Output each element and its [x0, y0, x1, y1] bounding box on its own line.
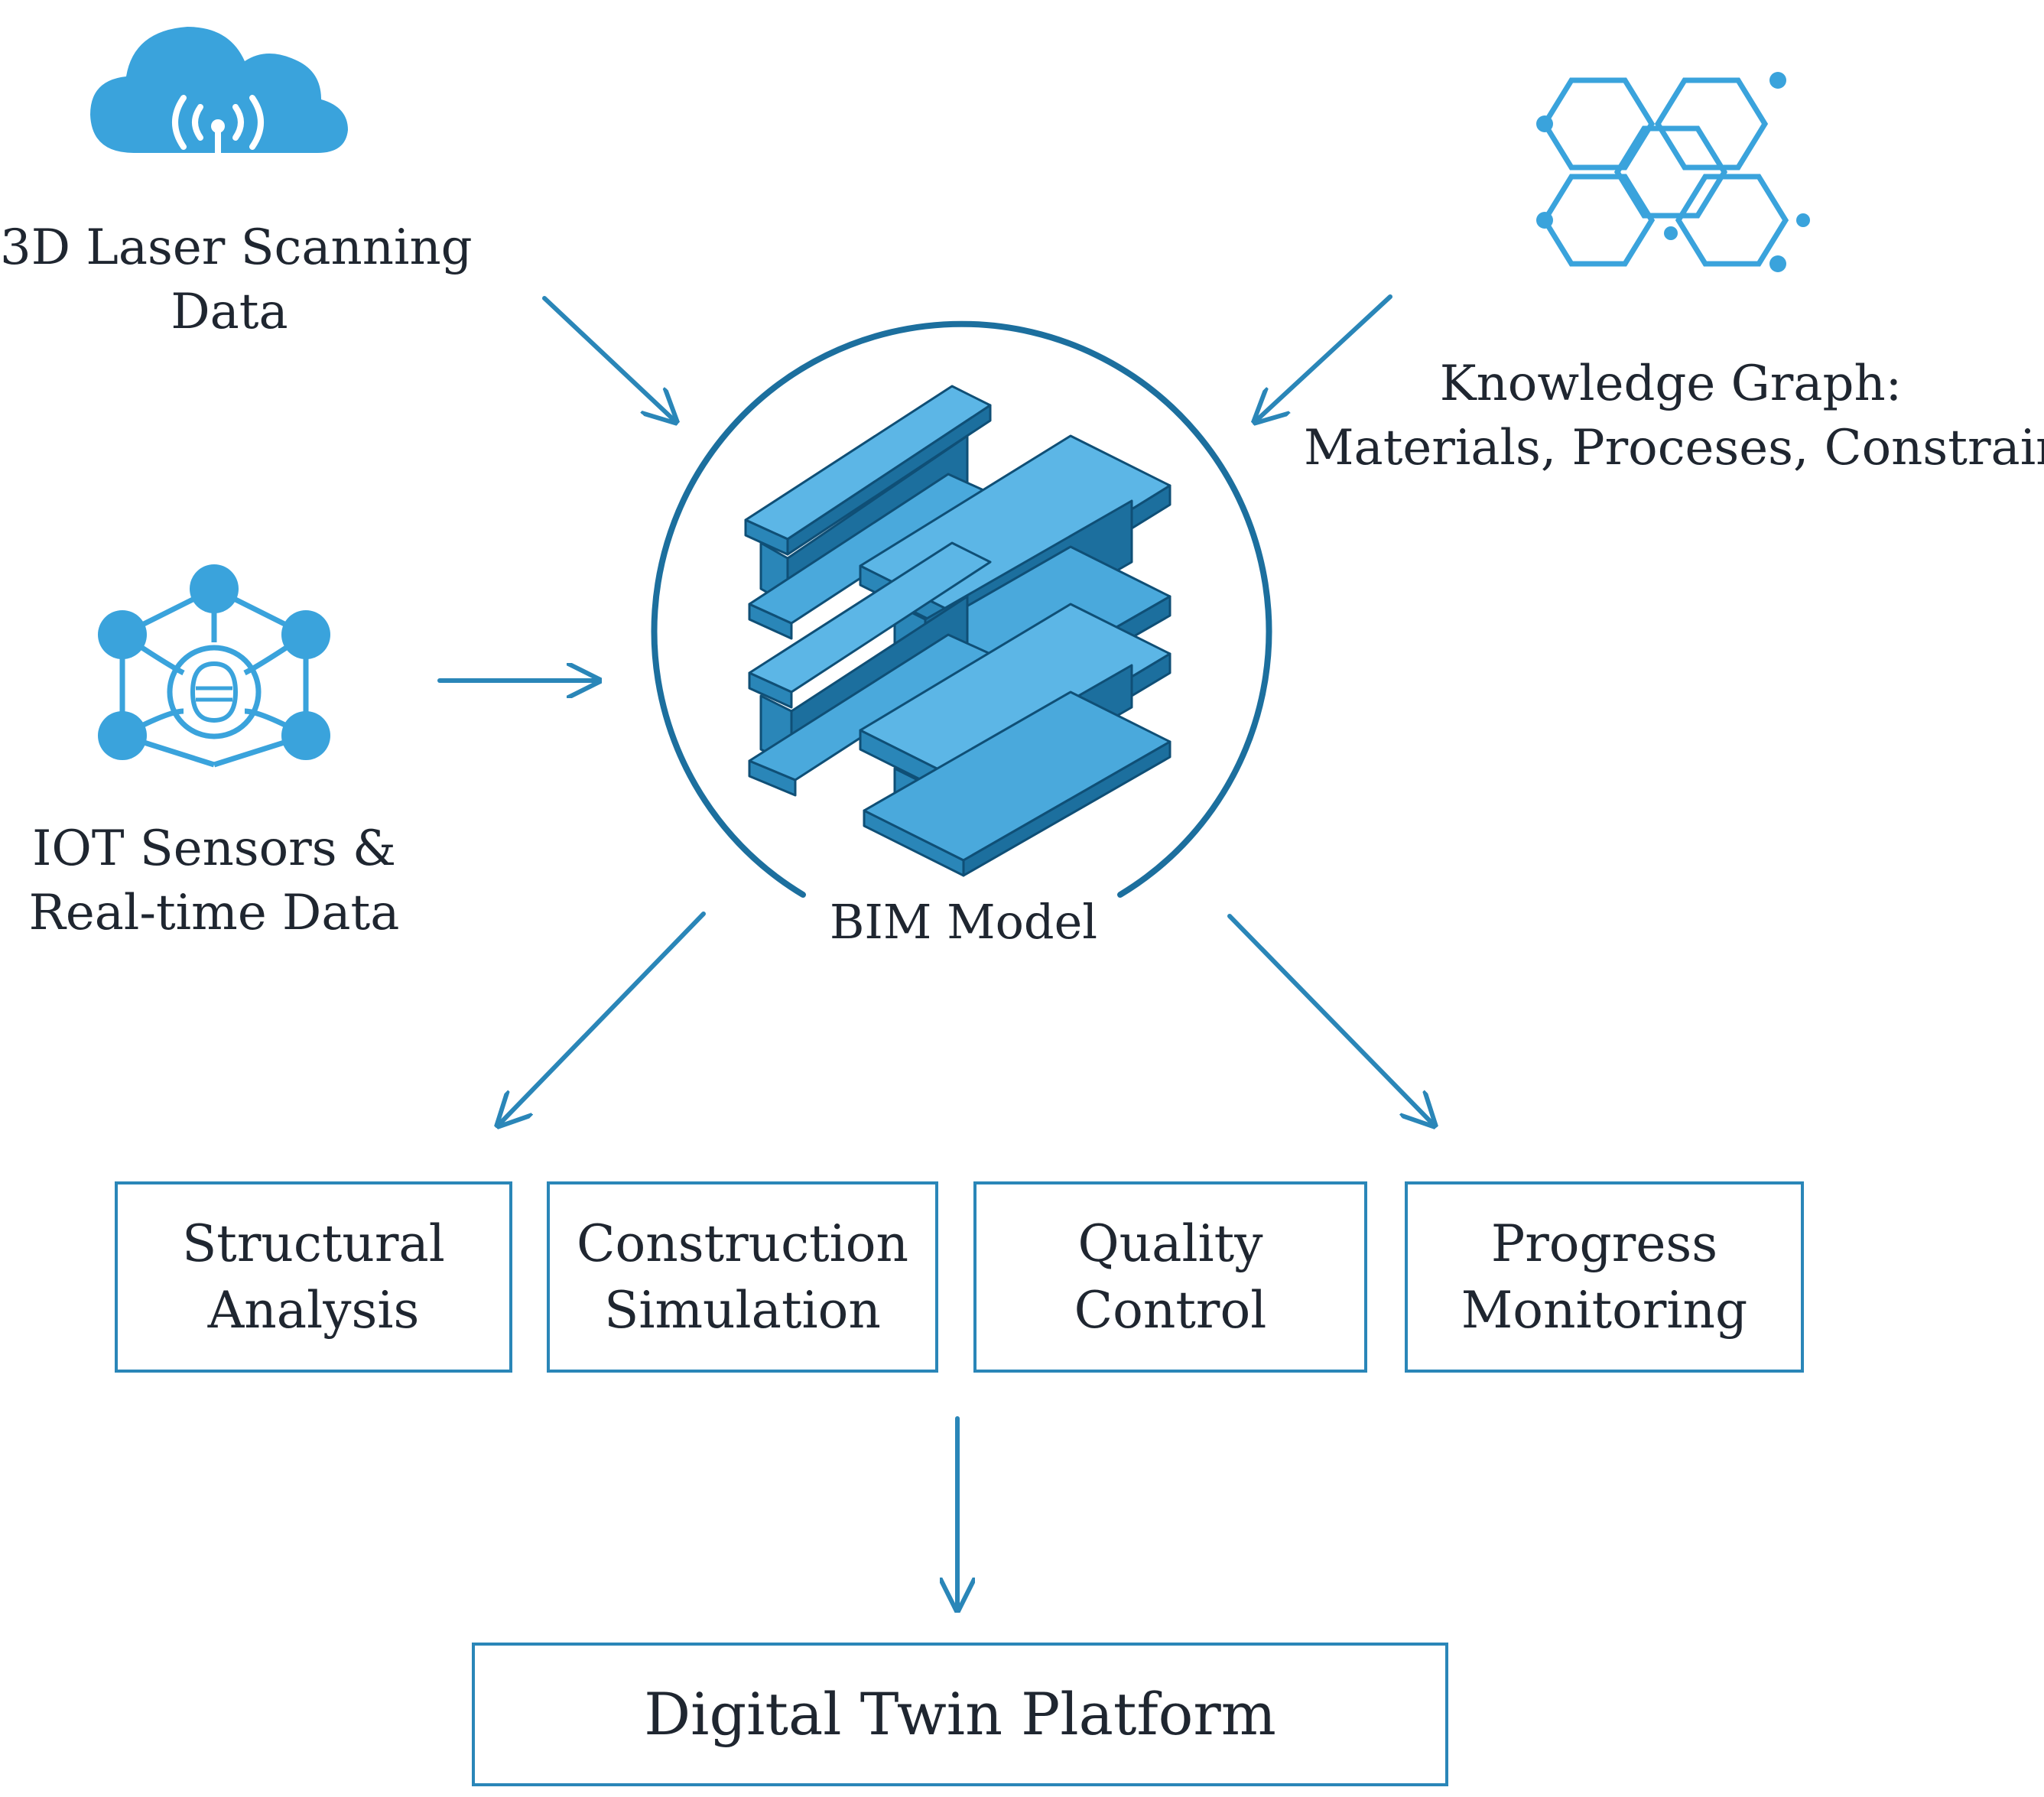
iot-sensors-label: IOT Sensors & Real-time Data: [15, 817, 413, 946]
output-box-quality-control: Quality Control: [973, 1181, 1367, 1373]
output-box-structural-analysis: Structural Analysis: [115, 1181, 512, 1373]
laser-scanning-label: 3D Laser Scanning Data: [0, 216, 473, 345]
output-box-label: Quality Control: [1074, 1214, 1267, 1340]
laser-scanning-label-line1: 3D Laser Scanning: [0, 219, 473, 276]
sensor-network-icon: [98, 564, 330, 768]
output-box-label: Structural Analysis: [182, 1214, 445, 1340]
steel-beams-icon: [744, 385, 1171, 877]
cloud-antenna-icon: [90, 27, 348, 159]
hexagon-network-icon: [1536, 72, 1810, 272]
output-box-label: Construction Simulation: [576, 1214, 909, 1340]
digital-twin-platform-box: Digital Twin Platform: [472, 1643, 1448, 1786]
bim-model-label: BIM Model: [829, 894, 1098, 950]
arrow-knowledge-to-bim: [1258, 294, 1392, 419]
arrow-laser-to-bim: [542, 296, 673, 419]
output-box-construction-simulation: Construction Simulation: [547, 1181, 938, 1373]
knowledge-graph-label-line2: Materials, Proceses, Constraints: [1304, 420, 2044, 477]
iot-sensors-label-line1: IOT Sensors &: [32, 821, 396, 877]
arrow-bim-to-right-outputs: [1227, 914, 1431, 1123]
iot-sensors-label-line2: Real-time Data: [28, 885, 400, 942]
output-box-label: Progress Monitoring: [1461, 1214, 1748, 1340]
laser-scanning-label-line2: Data: [171, 284, 288, 341]
output-box-progress-monitoring: Progress Monitoring: [1405, 1181, 1804, 1373]
digital-twin-platform-label: Digital Twin Platform: [644, 1679, 1276, 1748]
arrow-bim-to-left-outputs: [501, 911, 706, 1123]
knowledge-graph-label-line1: Knowledge Graph:: [1439, 356, 1903, 412]
bim-model-ring: [651, 320, 1272, 898]
knowledge-graph-label: Knowledge Graph: Materials, Proceses, Co…: [1304, 352, 2044, 481]
